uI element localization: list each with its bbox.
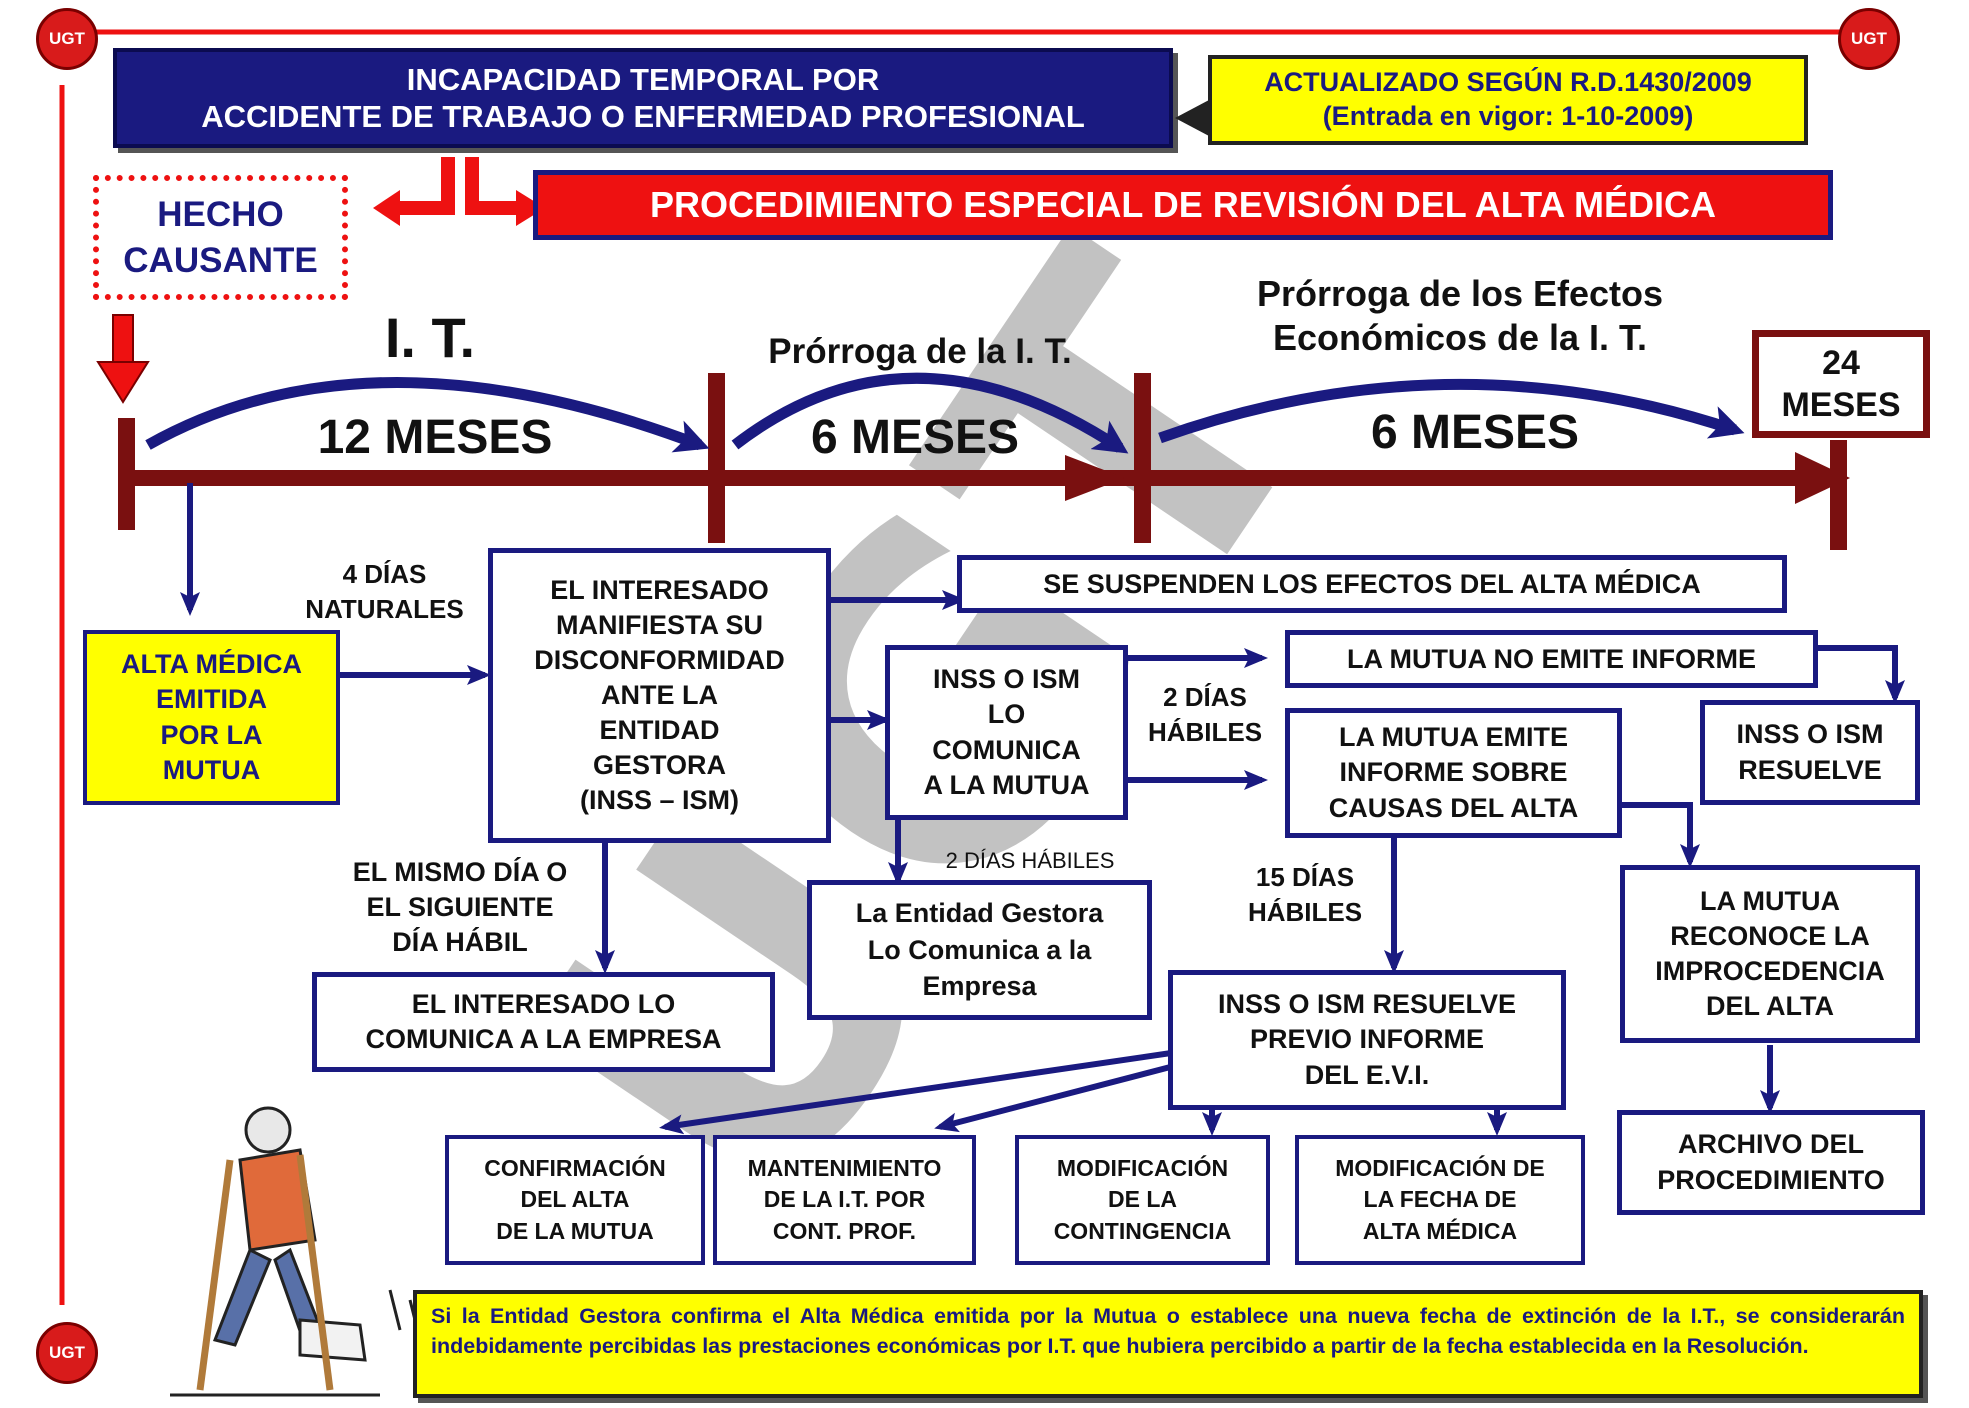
main-title: INCAPACIDAD TEMPORAL POR ACCIDENTE DE TR… xyxy=(113,48,1173,148)
suspenden-efectos: SE SUSPENDEN LOS EFECTOS DEL ALTA MÉDICA xyxy=(957,555,1787,613)
prorroga-efectos-label: Prórroga de los Efectos Económicos de la… xyxy=(1256,273,1664,358)
dos-dias-habiles-small: 2 DÍAS HÁBILES xyxy=(945,848,1115,873)
ugt-logo-top-right: UGT xyxy=(1838,8,1900,70)
archivo-procedimiento: ARCHIVO DEL PROCEDIMIENTO xyxy=(1617,1110,1925,1215)
ugt-logo-bottom-left: UGT xyxy=(36,1322,98,1384)
timeline-axis xyxy=(118,373,1850,550)
update-note-pointer xyxy=(1175,100,1209,136)
inss-resuelve-evi: INSS O ISM RESUELVE PREVIO INFORME DEL E… xyxy=(1168,970,1566,1110)
period-6-meses-prorroga: 6 MESES xyxy=(810,411,1020,464)
inss-comunica-mutua: INSS O ISM LO COMUNICA A LA MUTUA xyxy=(885,645,1128,820)
inss-resuelve-box: INSS O ISM RESUELVE xyxy=(1700,700,1920,805)
outcome-mantenimiento: MANTENIMIENTO DE LA I.T. POR CONT. PROF. xyxy=(713,1135,976,1265)
dos-dias-habiles-label: 2 DÍAS HÁBILES xyxy=(1147,682,1263,748)
alta-medica-box: ALTA MÉDICA EMITIDA POR LA MUTUA xyxy=(83,630,340,805)
outcome-confirmacion: CONFIRMACIÓN DEL ALTA DE LA MUTUA xyxy=(445,1135,705,1265)
update-note: ACTUALIZADO SEGÚN R.D.1430/2009 (Entrada… xyxy=(1208,55,1808,145)
entidad-gestora-comunica-empresa: La Entidad Gestora Lo Comunica a la Empr… xyxy=(807,880,1152,1020)
mutua-emite-informe: LA MUTUA EMITE INFORME SOBRE CAUSAS DEL … xyxy=(1285,708,1622,838)
end-24-meses: 24 MESES xyxy=(1752,330,1930,438)
procedure-title: PROCEDIMIENTO ESPECIAL DE REVISIÓN DEL A… xyxy=(533,170,1833,240)
it-label: I. T. xyxy=(384,306,476,369)
period-12-meses: 12 MESES xyxy=(317,411,553,464)
period-6-meses-efectos: 6 MESES xyxy=(1370,406,1580,459)
outcome-modificacion-contingencia: MODIFICACIÓN DE LA CONTINGENCIA xyxy=(1015,1135,1270,1265)
hecho-causante: HECHO CAUSANTE xyxy=(93,175,348,300)
prorroga-label: Prórroga de la I. T. xyxy=(768,332,1072,371)
mutua-reconoce-improcedencia: LA MUTUA RECONOCE LA IMPROCEDENCIA DEL A… xyxy=(1620,865,1920,1043)
outcome-modificacion-fecha: MODIFICACIÓN DE LA FECHA DE ALTA MÉDICA xyxy=(1295,1135,1585,1265)
footer-note: Si la Entidad Gestora confirma el Alta M… xyxy=(413,1290,1923,1398)
ugt-logo-top-left: UGT xyxy=(36,8,98,70)
interesado-disconformidad: EL INTERESADO MANIFIESTA SU DISCONFORMID… xyxy=(488,548,831,843)
mismo-dia-label: EL MISMO DÍA O EL SIGUIENTE DÍA HÁBIL xyxy=(352,857,568,958)
injured-worker-figure xyxy=(170,1106,447,1397)
interesado-comunica-empresa: EL INTERESADO LO COMUNICA A LA EMPRESA xyxy=(312,972,775,1072)
dias-naturales-label: 4 DÍAS NATURALES xyxy=(305,559,464,625)
mutua-no-emite-informe: LA MUTUA NO EMITE INFORME xyxy=(1285,630,1818,688)
quince-dias-habiles-label: 15 DÍAS HÁBILES xyxy=(1247,862,1363,928)
